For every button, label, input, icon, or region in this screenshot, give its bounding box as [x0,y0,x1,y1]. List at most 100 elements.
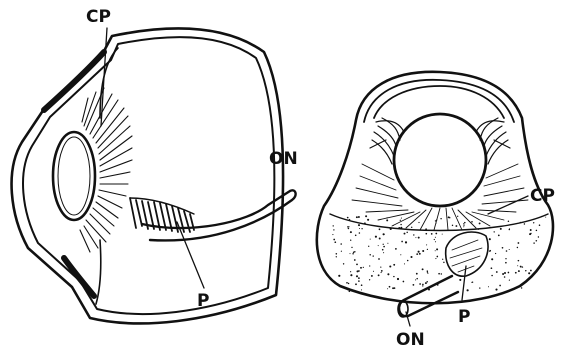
right-lens [394,114,486,206]
stipple-dot [346,282,348,284]
stipple-dot [400,220,401,221]
stipple-dot [349,253,350,254]
stipple-dot [533,222,534,223]
stipple-dot [383,246,385,248]
stipple-dot [502,247,504,249]
stipple-dot [393,225,394,226]
stipple-dot [517,265,518,266]
stipple-dot [359,232,361,234]
stipple-dot [434,239,435,240]
stipple-dot [530,233,531,234]
right-choroid-fibres [352,164,528,230]
stipple-dot [536,230,538,232]
stipple-dot [348,226,349,227]
stipple-dot [422,268,424,270]
stipple-dot [350,271,351,272]
stipple-dot [435,250,436,251]
stipple-dot [333,229,334,230]
stipple-dot [358,224,360,226]
stipple-dot [509,249,510,250]
stipple-dot [435,241,436,242]
stipple-dot [442,234,443,235]
stipple-dot [350,240,351,241]
stipple-dot [368,246,369,247]
stipple-dot [413,234,414,235]
stipple-dot [435,258,436,259]
stipple-dot [533,242,534,243]
stipple-dot [392,287,394,289]
stipple-dot [520,266,522,268]
stipple-dot [350,274,352,276]
stipple-dot [352,253,354,255]
stipple-dot [427,273,428,274]
right-label-on: ON [396,330,425,350]
stipple-dot [504,272,506,274]
right-sclera-outer [317,72,553,303]
stipple-dot [491,267,493,269]
stipple-dot [452,225,453,226]
stipple-dot [504,276,506,278]
stipple-dot [419,253,421,255]
stipple-dot [349,219,351,221]
stipple-dot [427,249,428,250]
stipple-dot [387,288,388,289]
stipple-dot [370,239,371,240]
stipple-dot [415,237,416,238]
stipple-dot [524,223,525,224]
left-cp-leader [101,28,107,126]
stipple-dot [358,270,360,272]
stipple-dot [443,262,444,263]
stipple-dot [419,283,421,285]
stipple-dot [364,222,366,224]
stipple-dot [422,250,424,252]
stipple-dot [400,227,402,229]
left-retina-lower [96,240,101,304]
stipple-dot [518,242,520,244]
left-cornea-lower [64,258,94,296]
stipple-dot [418,237,420,239]
stipple-dot [404,233,406,235]
stipple-dot [365,215,367,217]
stipple-dot [508,272,510,274]
stipple-dot [440,218,441,219]
stipple-dot [425,228,427,230]
left-lens-inner [58,137,90,215]
stipple-dot [528,272,530,274]
stipple-dot [508,220,510,222]
stipple-dot [455,225,457,227]
right-stipple [332,215,546,292]
stipple-dot [407,260,409,262]
stipple-dot [520,222,521,223]
stipple-dot [521,287,522,288]
stipple-dot [436,219,437,220]
stipple-dot [333,225,334,226]
stipple-dot [538,236,539,237]
stipple-dot [479,222,481,224]
stipple-dot [373,271,374,272]
stipple-dot [369,265,370,266]
stipple-dot [525,270,526,271]
stipple-dot [347,217,349,219]
stipple-dot [426,244,427,245]
stipple-dot [435,220,436,221]
stipple-dot [355,283,357,285]
stipple-dot [390,228,392,230]
right-label-cp: CP [530,186,555,206]
stipple-dot [541,216,542,217]
right-p-leader [462,266,466,300]
stipple-dot [491,258,493,260]
stipple-dot [493,231,494,232]
stipple-dot [400,224,401,225]
stipple-dot [435,237,436,238]
left-label-on: ON [269,149,298,169]
stipple-dot [428,288,430,290]
stipple-dot [418,251,420,253]
stipple-dot [378,258,380,260]
stipple-dot [463,224,464,225]
stipple-dot [522,266,523,267]
stipple-dot [354,251,356,253]
stipple-dot [416,253,418,255]
stipple-dot [471,282,472,283]
stipple-dot [496,271,498,273]
